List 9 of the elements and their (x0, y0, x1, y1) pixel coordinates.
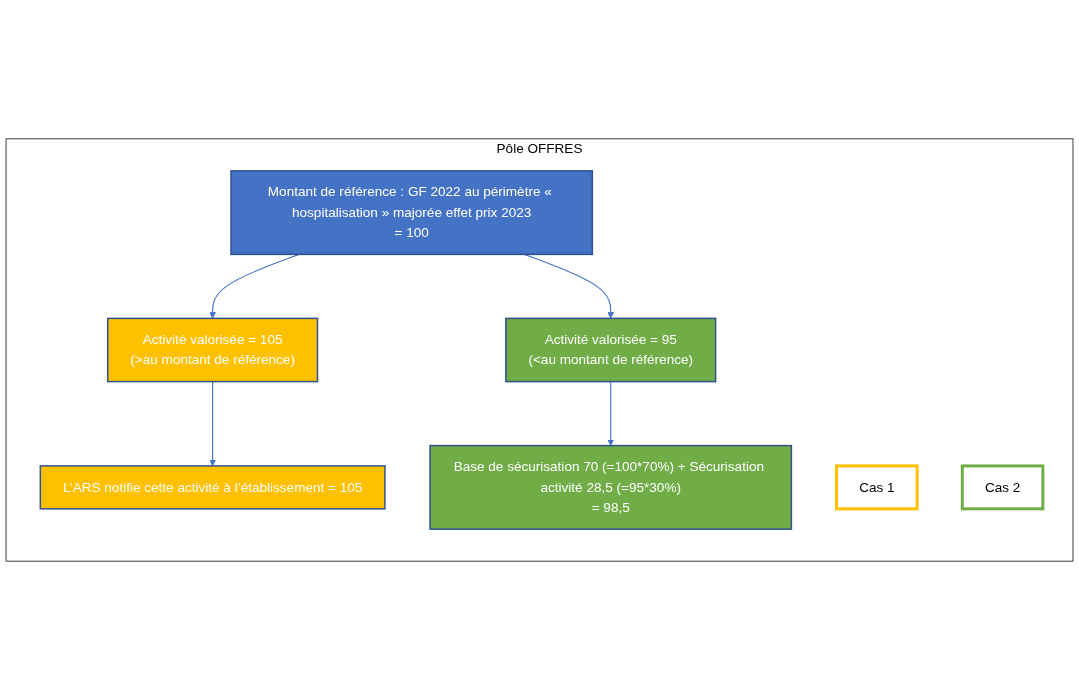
node-box: Cas 1 (835, 464, 919, 511)
arrow (209, 381, 216, 467)
node-box: L’ARS notifie cette activité à l’établissement = 105 (39, 465, 386, 510)
node-box: Montant de référence : GF 2022 au périmètre « hospitalisation » majorée effet prix 2023 = 100 (230, 170, 594, 256)
node-box: Activité valorisée = 105 (>au montant de référence) (106, 317, 319, 383)
node-box: Base de sécurisation 70 (=100*70%) + Sécurisation activité 28,5 (=95*30%) = 98,5 (429, 444, 793, 530)
node-box: Activité valorisée = 95 (<au montant de référence) (505, 317, 717, 383)
arrow (607, 381, 615, 446)
node-box: Cas 2 (960, 464, 1045, 511)
